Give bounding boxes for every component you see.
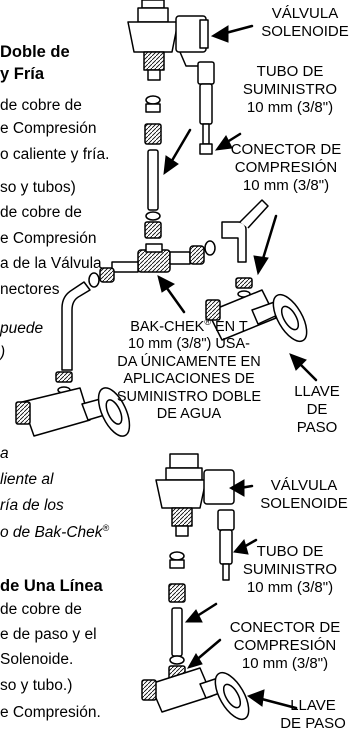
arrow-supply-tube-top — [214, 132, 242, 151]
arrow-connector-bottom — [184, 602, 222, 669]
body-line: e Compresión — [0, 230, 97, 247]
label-solenoid-bottom: VÁLVULA SOLENOIDE — [260, 477, 348, 512]
body-line: e Compresión — [0, 120, 97, 137]
supply-tube-bottom — [217, 509, 235, 581]
arrow-tube-center — [163, 128, 192, 176]
bent-tube-left — [61, 281, 91, 371]
body-line: so y tubos) — [0, 179, 76, 196]
body-line: Solenoide. — [0, 651, 74, 668]
section-heading-double: Doble de — [0, 43, 70, 61]
stop-valve-right — [205, 277, 308, 343]
label-supply-tube-bottom: TUBO DE SUMINISTRO 10 mm (3/8") — [242, 543, 338, 596]
arrow-stop-valve-bottom — [246, 689, 298, 710]
label-stop-valve-top: LLAVE DE PASO — [294, 383, 340, 436]
arrow-supply-tube-bottom — [233, 538, 258, 555]
body-line: a de la Válvula — [0, 255, 102, 272]
arrow-solenoid-bottom — [228, 479, 254, 497]
label-solenoid-top: VÁLVULA SOLENOIDE — [261, 5, 349, 40]
italic-note-line: ) — [0, 344, 6, 361]
italic-note-line: puede — [0, 320, 44, 337]
body-line: de cobre de — [0, 204, 82, 221]
italic-note-line: liente al — [0, 471, 54, 488]
fitting-stack-bottom — [168, 551, 186, 681]
label-supply-tube-top: TUBO DE SUMINISTRO 10 mm (3/8") — [242, 63, 338, 116]
section-heading-single: de Una Línea — [0, 577, 103, 595]
label-bakchek: BAK-CHEK® EN T 10 mm (3/8") USA- DA ÚNIC… — [116, 317, 262, 423]
body-line: so y tubo.) — [0, 677, 73, 694]
arrow-connector-top — [253, 214, 278, 276]
fitting-stack-top — [144, 95, 162, 239]
section-heading-double-2: y Fría — [0, 65, 45, 83]
solenoid-valve-top — [127, 0, 209, 81]
arrow-solenoid-top — [210, 24, 254, 43]
body-line: o caliente y fría. — [0, 146, 110, 163]
body-line: de cobre de — [0, 601, 82, 618]
body-line: e de paso y el — [0, 626, 97, 643]
label-connector-top: CONECTOR DE COMPRESIÓN 10 mm (3/8") — [230, 141, 342, 194]
bent-tube-right-end — [239, 199, 269, 229]
stop-valve-left — [15, 371, 131, 437]
italic-note-line: o de Bak-Chek® — [0, 523, 110, 542]
body-line: de cobre de — [0, 97, 82, 114]
italic-note-line: ría de los — [0, 497, 64, 514]
body-line: e Compresión. — [0, 704, 101, 721]
label-stop-valve-bottom: LLAVE DE PASO — [280, 697, 346, 732]
arrow-stop-valve-top — [289, 353, 318, 382]
supply-tube-top — [197, 61, 215, 155]
italic-note-line: a — [0, 445, 9, 462]
bakchek-tee — [88, 240, 216, 288]
bent-tube-right — [221, 221, 247, 263]
arrow-bakchek — [157, 275, 186, 314]
label-connector-bottom: CONECTOR DE COMPRESIÓN 10 mm (3/8") — [229, 619, 341, 672]
stop-valve-bottom — [141, 667, 250, 721]
body-line: nectores — [0, 281, 60, 298]
